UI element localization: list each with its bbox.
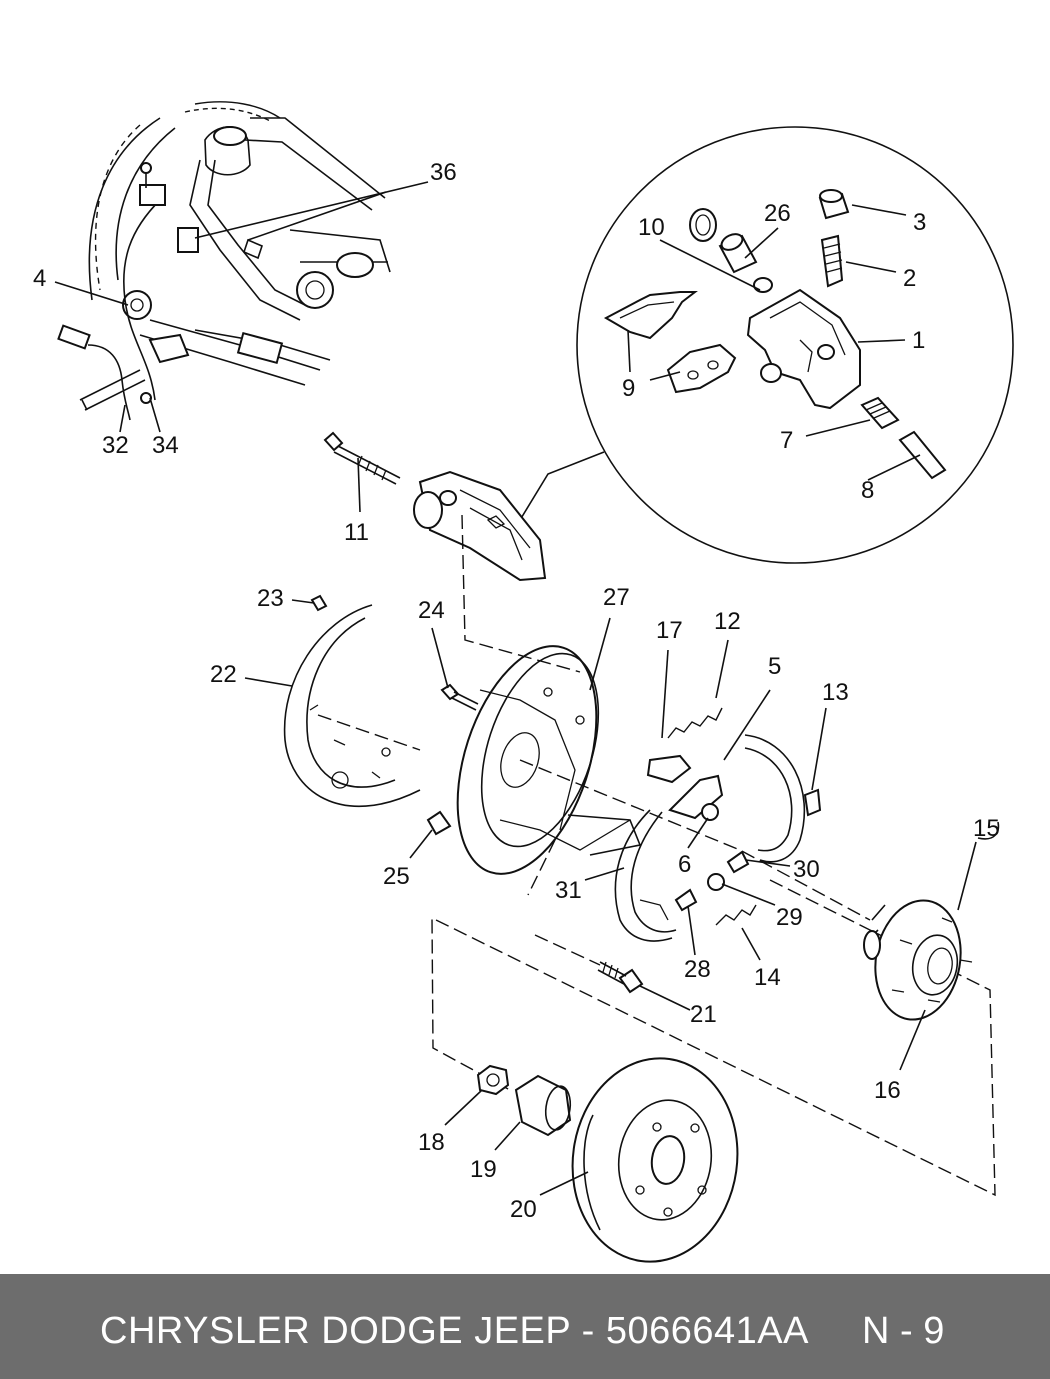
callout-23: 23	[257, 585, 284, 612]
callout-3: 3	[913, 209, 926, 236]
footer-page-number: N - 9	[862, 1310, 945, 1352]
callout-20: 20	[510, 1196, 537, 1223]
footer-title: CHRYSLER DODGE JEEP - 5066641AA	[100, 1310, 809, 1352]
callout-10: 10	[638, 214, 665, 241]
callout-22: 22	[210, 661, 237, 688]
callout-1: 1	[912, 327, 925, 354]
callout-7: 7	[780, 427, 793, 454]
callout-13: 13	[822, 679, 849, 706]
callout-34: 34	[152, 432, 179, 459]
caliper-and-bolt	[323, 431, 547, 582]
caliper-detail-inset	[519, 126, 1014, 564]
callout-36: 36	[430, 159, 457, 186]
callout-28: 28	[684, 956, 711, 983]
callout-labels: 1 2 3 4 5 6 7 8 9 10 11 12 13 14 15 16 1…	[33, 159, 1000, 1223]
callout-6: 6	[678, 851, 691, 878]
callout-11: 11	[344, 519, 369, 546]
callout-21: 21	[690, 1001, 717, 1028]
callout-29: 29	[776, 904, 803, 931]
callout-17: 17	[656, 617, 683, 644]
callout-25: 25	[383, 863, 410, 890]
callout-12: 12	[714, 608, 741, 635]
callout-5: 5	[768, 653, 781, 680]
callout-15: 15	[973, 815, 1000, 842]
footer-bar: CHRYSLER DODGE JEEP - 5066641AA N - 9	[0, 1274, 1050, 1379]
callout-4: 4	[33, 265, 46, 292]
exploded-parts-diagram: 1 2 3 4 5 6 7 8 9 10 11 12 13 14 15 16 1…	[33, 101, 1014, 1263]
callout-19: 19	[470, 1156, 497, 1183]
callout-18: 18	[418, 1129, 445, 1156]
backing-plate-assembly	[283, 514, 996, 1197]
rotor-and-hardware	[476, 961, 739, 1263]
leader-lines	[54, 181, 1000, 1196]
suspension-assembly-illustration	[57, 101, 391, 421]
callout-30: 30	[793, 856, 820, 883]
callout-32: 32	[102, 432, 129, 459]
callout-31: 31	[555, 877, 582, 904]
callout-16: 16	[874, 1077, 901, 1104]
callout-26: 26	[764, 200, 791, 227]
hub-bearing-assembly	[863, 899, 973, 1021]
callout-14: 14	[754, 964, 781, 991]
callout-24: 24	[418, 597, 445, 624]
callout-8: 8	[861, 477, 874, 504]
callout-9: 9	[622, 375, 635, 402]
callout-2: 2	[903, 265, 916, 292]
callout-27: 27	[603, 584, 630, 611]
